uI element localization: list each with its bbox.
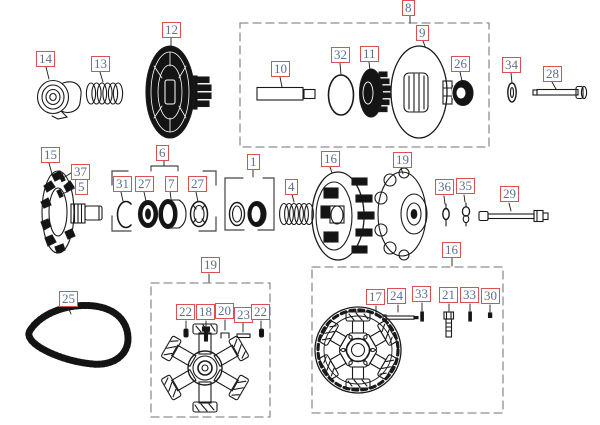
part-21-bolt [443, 311, 455, 338]
part-34-washer [507, 82, 517, 103]
part-28-bolt [532, 85, 588, 100]
callout-33-a: 33 [412, 286, 431, 302]
part-27-bearing-a [137, 199, 159, 229]
part-26-hub [451, 79, 474, 107]
part-1-seal-ring-b [247, 200, 267, 228]
callout-35: 35 [456, 178, 475, 194]
callout-10: 10 [271, 61, 290, 77]
callout-22-b: 22 [251, 304, 270, 320]
part-35-roller-pin [461, 202, 471, 227]
callout-31: 31 [113, 176, 132, 192]
part-27-bearing-b [189, 200, 209, 228]
callout-32: 32 [331, 47, 350, 63]
group-boxes [150, 22, 504, 418]
part-22-pin-a [183, 328, 189, 338]
callout-26: 26 [451, 56, 470, 72]
callout-6: 6 [156, 145, 169, 161]
callout-18: 18 [196, 304, 215, 320]
callout-36: 36 [435, 179, 454, 195]
callout-37: 37 [71, 164, 90, 180]
part-15-fan-wheel [40, 170, 103, 254]
callout-9: 9 [416, 25, 429, 41]
callout-34: 34 [502, 57, 521, 73]
callout-25: 25 [59, 291, 78, 307]
callout-16-a: 16 [321, 151, 340, 167]
callout-29: 29 [500, 186, 519, 202]
callout-7: 7 [165, 176, 178, 192]
group-box-8 [239, 22, 490, 148]
part-19-spider-side [374, 167, 428, 261]
callout-24: 24 [387, 288, 406, 304]
part-14-bearing-assembly [36, 79, 82, 120]
callout-4: 4 [285, 179, 298, 195]
part-31-circlip [116, 200, 132, 229]
part-25-drive-belt [25, 301, 132, 368]
part-29-bolt [478, 209, 549, 223]
callout-27-b: 27 [188, 176, 207, 192]
part-20-clip [220, 332, 230, 339]
part-5-key [56, 188, 64, 199]
callout-13: 13 [91, 56, 110, 72]
part-23-plate [236, 333, 251, 339]
group-brackets [111, 170, 275, 232]
part-11-gear [358, 68, 391, 118]
part-22-pin-b [258, 328, 265, 338]
part-10-shaft [256, 86, 316, 101]
part-37-key [58, 172, 66, 183]
part-12-pulley-face [145, 45, 212, 139]
part-32-oring [327, 74, 355, 116]
callout-5: 5 [75, 179, 88, 195]
callout-19-b: 19 [201, 257, 220, 273]
group-box-16 [311, 266, 504, 414]
part-24-rod [382, 314, 419, 322]
part-30-screw [487, 312, 493, 319]
callout-22-a: 22 [176, 304, 195, 320]
part-19-spider-front [160, 323, 250, 413]
callout-1: 1 [247, 154, 260, 170]
callout-12: 12 [162, 22, 181, 38]
part-36-roller-pin [442, 203, 450, 227]
callout-19-a: 19 [393, 152, 412, 168]
leader-lines [45, 13, 557, 333]
part-1-seal-ring-a [228, 201, 246, 227]
part-13-spring [85, 82, 124, 105]
callout-8: 8 [402, 0, 415, 16]
callout-30: 30 [481, 288, 500, 304]
callout-15: 15 [41, 147, 60, 163]
part-33-pin-b [468, 311, 472, 322]
part-7-collar [158, 198, 187, 230]
callout-20: 20 [215, 303, 234, 319]
callout-16-b: 16 [442, 242, 461, 258]
callout-17: 17 [366, 289, 385, 305]
callout-23: 23 [234, 307, 253, 323]
callout-27-a: 27 [135, 176, 154, 192]
callout-33-b: 33 [460, 287, 479, 303]
callout-11: 11 [360, 46, 379, 62]
part-16-clutch-assembly [314, 306, 402, 394]
part-16-clutch-drum [311, 171, 375, 261]
part-9-pulley-disc [390, 45, 458, 139]
callout-21: 21 [439, 287, 458, 303]
group-box-19 [150, 282, 271, 418]
callout-28: 28 [543, 66, 562, 82]
part-33-pin-a [420, 311, 424, 322]
part-4-spring [279, 202, 314, 226]
callout-14: 14 [36, 51, 55, 67]
